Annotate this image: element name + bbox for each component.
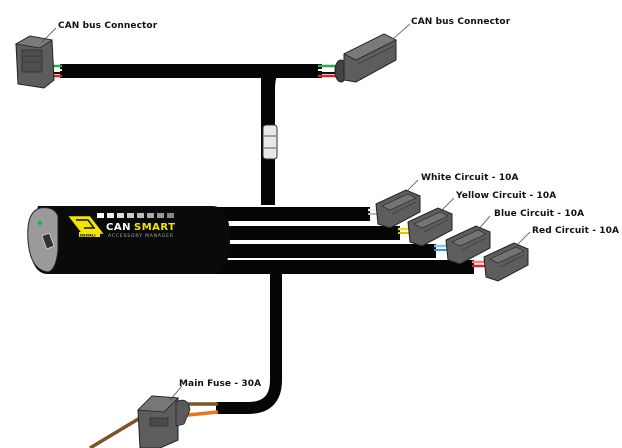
label-blue-circuit: Blue Circuit - 10A [494,209,585,219]
label-red-circuit: Red Circuit - 10A [532,226,620,236]
label-yellow-circuit: Yellow Circuit - 10A [456,191,557,201]
white-circuit-connector [375,189,421,229]
can-connector-left [14,35,55,89]
can-left-leader [41,27,57,43]
blue-leader [477,215,491,231]
can-right-leader [393,23,411,39]
usb-port-icon [41,232,55,250]
white-leader [405,179,419,193]
yellow-leader [439,197,455,213]
blue-circuit-connector [445,225,491,265]
module-name-can: CAN [106,222,131,233]
denali-logo-icon [67,215,105,237]
output-cables [200,207,474,274]
can-connector-right [334,33,397,83]
label-can-left: CAN bus Connector [58,21,158,31]
signal-bars [97,213,174,218]
cable-clip [262,124,278,160]
module-name-smart: SMART [134,222,175,233]
label-white-circuit: White Circuit - 10A [421,173,519,183]
brand-name: DENALI [80,232,96,237]
module-subtitle: ACCESSORY MANAGER [108,233,174,239]
fuse-holder [137,395,191,448]
yellow-circuit-connector [407,207,453,247]
status-led [37,220,43,226]
red-leader [515,231,531,247]
can-bus-cable [60,64,322,205]
label-main-fuse: Main Fuse - 30A [179,379,262,389]
label-can-right: CAN bus Connector [411,17,511,27]
cansmart-module: CAN SMART ACCESSORY MANAGER DENALI [27,206,230,274]
red-circuit-connector [483,242,529,282]
fuse-leader [169,385,183,401]
power-cable [216,270,282,414]
